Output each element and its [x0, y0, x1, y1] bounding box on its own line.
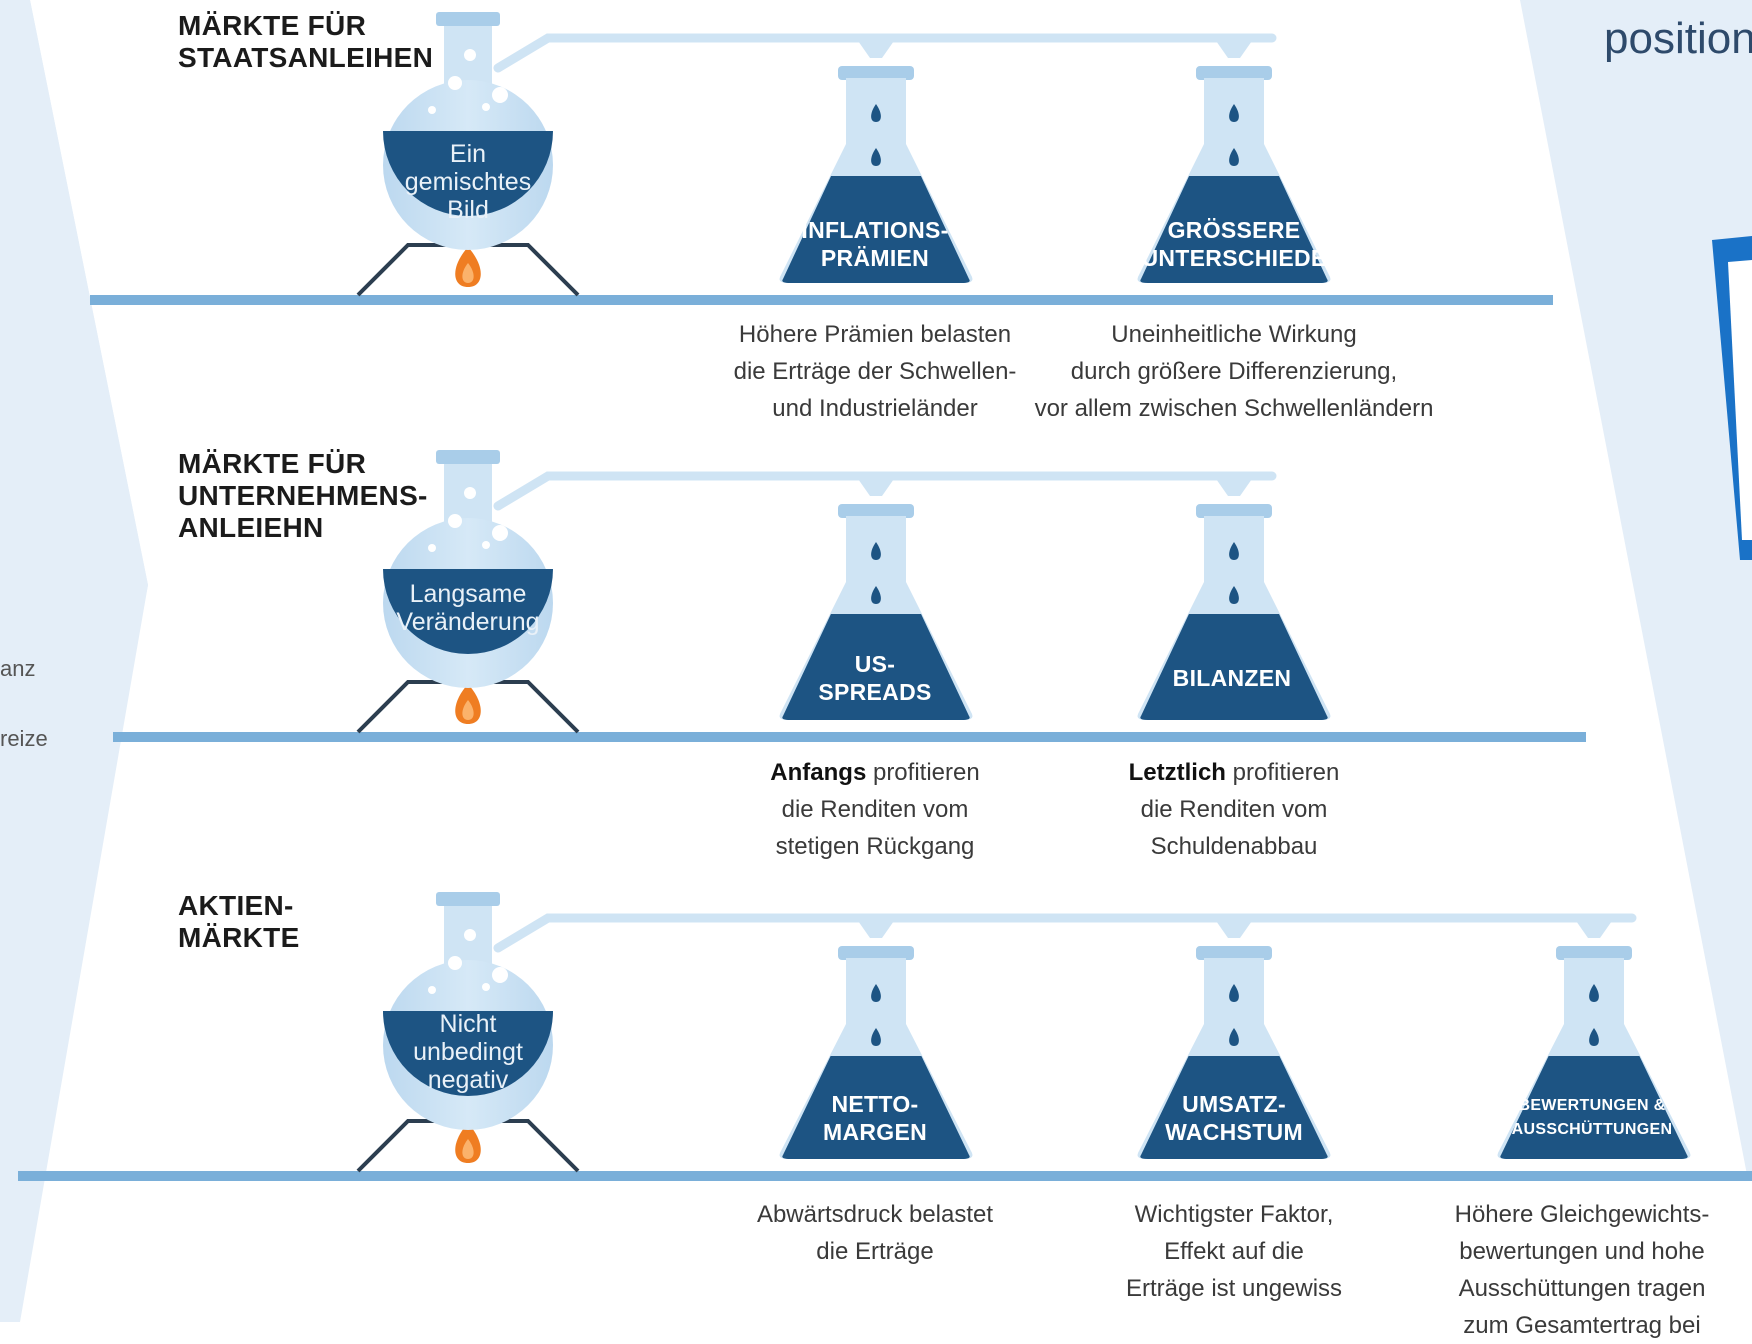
flask-label-bewertungen: BEWERTUNGEN &AUSSCHÜTTUNGEN — [1511, 1097, 1673, 1138]
drop — [1589, 984, 1599, 1002]
bubble — [448, 76, 462, 90]
flask-label-bilanzen: BILANZEN — [1172, 665, 1292, 691]
drop — [871, 148, 881, 166]
drip-nozzle — [856, 918, 896, 938]
drop — [871, 104, 881, 122]
flask-rim — [1196, 946, 1272, 960]
drip-nozzle — [1214, 918, 1254, 938]
flask-rim — [1556, 946, 1632, 960]
bubble — [428, 544, 436, 552]
bubble — [482, 103, 490, 111]
flask-label-umsatzwachstum: UMSATZ-WACHSTUM — [1165, 1091, 1303, 1145]
shelf — [113, 732, 1586, 742]
right-panel — [1520, 0, 1752, 1180]
header-fragment: position — [1604, 14, 1752, 63]
bubble — [492, 967, 508, 983]
bulb-liquid — [383, 569, 553, 654]
drop — [871, 586, 881, 604]
drop — [1229, 148, 1239, 166]
connecting-tube — [493, 33, 1277, 73]
drip-nozzle — [856, 38, 896, 58]
bulb-liquid — [383, 131, 553, 216]
flask-liquid — [781, 614, 970, 720]
bubble — [482, 983, 490, 991]
drip-nozzle — [1214, 38, 1254, 58]
drop — [1229, 1028, 1239, 1046]
bulb-cap — [436, 892, 500, 906]
flask-liquid — [781, 1056, 970, 1159]
bubble — [464, 929, 476, 941]
side-fragment-1: anz — [0, 656, 36, 681]
bubble — [428, 986, 436, 994]
flask-liquid — [1139, 614, 1328, 720]
drip-nozzle — [856, 476, 896, 496]
flask-liquid — [1499, 1056, 1688, 1159]
side-fragment-2: reize — [0, 726, 48, 751]
bubble — [464, 487, 476, 499]
shelf — [90, 295, 1553, 305]
section-title-staatsanleihen: MÄRKTE FÜR STAATSANLEIHEN — [178, 10, 434, 73]
drip-nozzle — [1214, 476, 1254, 496]
drop — [871, 1028, 881, 1046]
bubble — [464, 49, 476, 61]
bubble — [448, 514, 462, 528]
drop — [1229, 586, 1239, 604]
bubble — [492, 525, 508, 541]
bulb-cap — [436, 450, 500, 464]
drip-nozzle — [1574, 918, 1614, 938]
drop — [871, 984, 881, 1002]
flask-rim — [838, 66, 914, 80]
flask-rim — [1196, 504, 1272, 518]
bulb-cap — [436, 12, 500, 26]
bubble — [482, 541, 490, 549]
drop — [1229, 542, 1239, 560]
connecting-tube — [493, 471, 1277, 511]
drop — [1229, 984, 1239, 1002]
flask-liquid — [1139, 176, 1328, 283]
bulb-liquid — [383, 1011, 553, 1096]
flask-liquid — [1139, 1056, 1328, 1159]
shelf — [18, 1171, 1752, 1181]
flask-label-nettomargen: NETTO-MARGEN — [822, 1091, 928, 1145]
flask-label-inflationspraemien: INFLATIONS-PRÄMIEN — [801, 217, 949, 271]
drop — [871, 542, 881, 560]
drop — [1589, 1028, 1599, 1046]
bubble — [448, 956, 462, 970]
flask-rim — [838, 946, 914, 960]
flask-rim — [1196, 66, 1272, 80]
section-title-aktienmaerkte: AKTIEN-MÄRKTE — [178, 890, 300, 953]
flask-rim — [838, 504, 914, 518]
bubble — [428, 106, 436, 114]
connecting-tube — [493, 913, 1637, 953]
flask-liquid — [781, 176, 970, 283]
drop — [1229, 104, 1239, 122]
bubble — [492, 87, 508, 103]
flask-label-us-spreads: US-SPREADS — [818, 651, 932, 705]
